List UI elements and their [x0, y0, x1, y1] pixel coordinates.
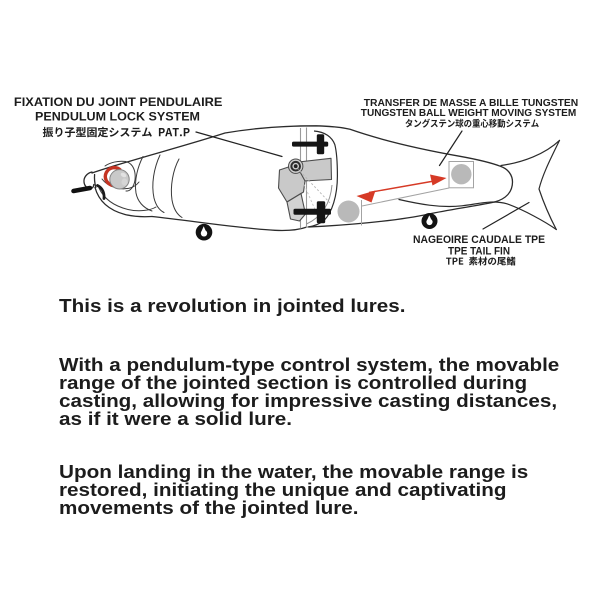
- svg-text:casting, allowing for impressi: casting, allowing for impressive casting…: [59, 390, 557, 411]
- svg-text:as if it were a solid lure.: as if it were a solid lure.: [59, 408, 292, 429]
- svg-text:range of the jointed section i: range of the jointed section is controll…: [59, 372, 527, 393]
- svg-text:restored, initiating the uniqu: restored, initiating the unique and capt…: [59, 479, 507, 500]
- svg-text:NAGEOIRE CAUDALE TPE: NAGEOIRE CAUDALE TPE: [413, 234, 545, 246]
- svg-text:TRANSFER DE MASSE A BILLE TUNG: TRANSFER DE MASSE A BILLE TUNGSTEN: [364, 98, 579, 109]
- svg-text:TPE TAIL FIN: TPE TAIL FIN: [448, 246, 510, 258]
- svg-text:FIXATION DU JOINT PENDULAIRE: FIXATION DU JOINT PENDULAIRE: [14, 96, 223, 109]
- svg-text:PENDULUM LOCK SYSTEM: PENDULUM LOCK SYSTEM: [35, 111, 200, 124]
- svg-text:Upon landing in the water, the: Upon landing in the water, the movable r…: [59, 461, 528, 482]
- svg-text:With a pendulum-type control s: With a pendulum-type control system, the…: [59, 354, 559, 375]
- svg-text:movements of the jointed lure.: movements of the jointed lure.: [59, 497, 359, 518]
- svg-text:TUNGSTEN BALL WEIGHT MOVING SY: TUNGSTEN BALL WEIGHT MOVING SYSTEM: [361, 108, 576, 119]
- svg-text:This is a revolution in jointe: This is a revolution in jointed lures.: [59, 295, 406, 316]
